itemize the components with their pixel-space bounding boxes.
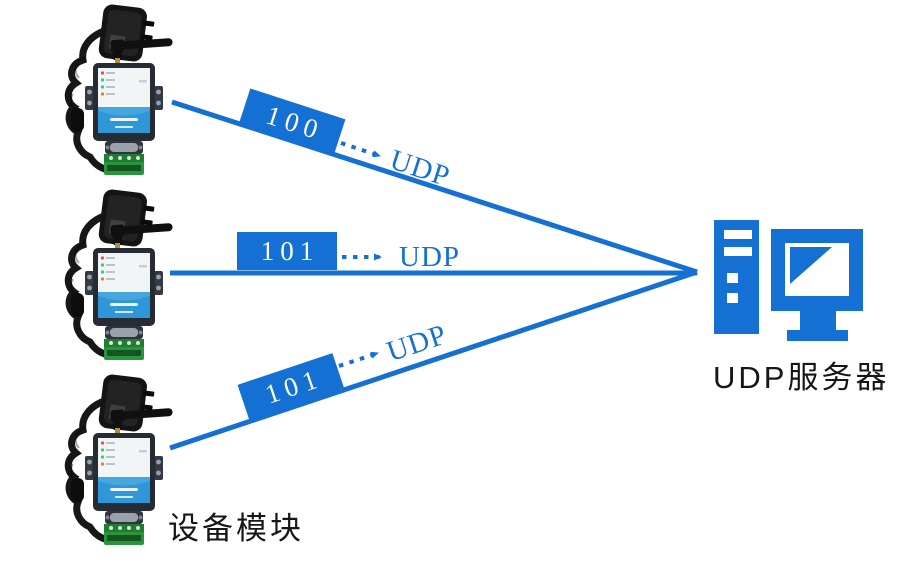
devices-caption: 设备模块: [168, 511, 304, 546]
port-badge-2: 101: [237, 232, 337, 270]
udp-server-icon: [714, 220, 863, 341]
udp-arrow-3: [338, 351, 379, 368]
server-caption: UDP服务器: [713, 360, 890, 395]
device-module-icon-3: [68, 374, 173, 545]
udp-arrow-1: [340, 141, 381, 158]
device-module-icon-2: [68, 189, 173, 360]
udp-protocol-label-2: UDP: [399, 241, 461, 273]
device-module-icon-1: [68, 4, 173, 175]
connection-line-3: [169, 269, 698, 451]
